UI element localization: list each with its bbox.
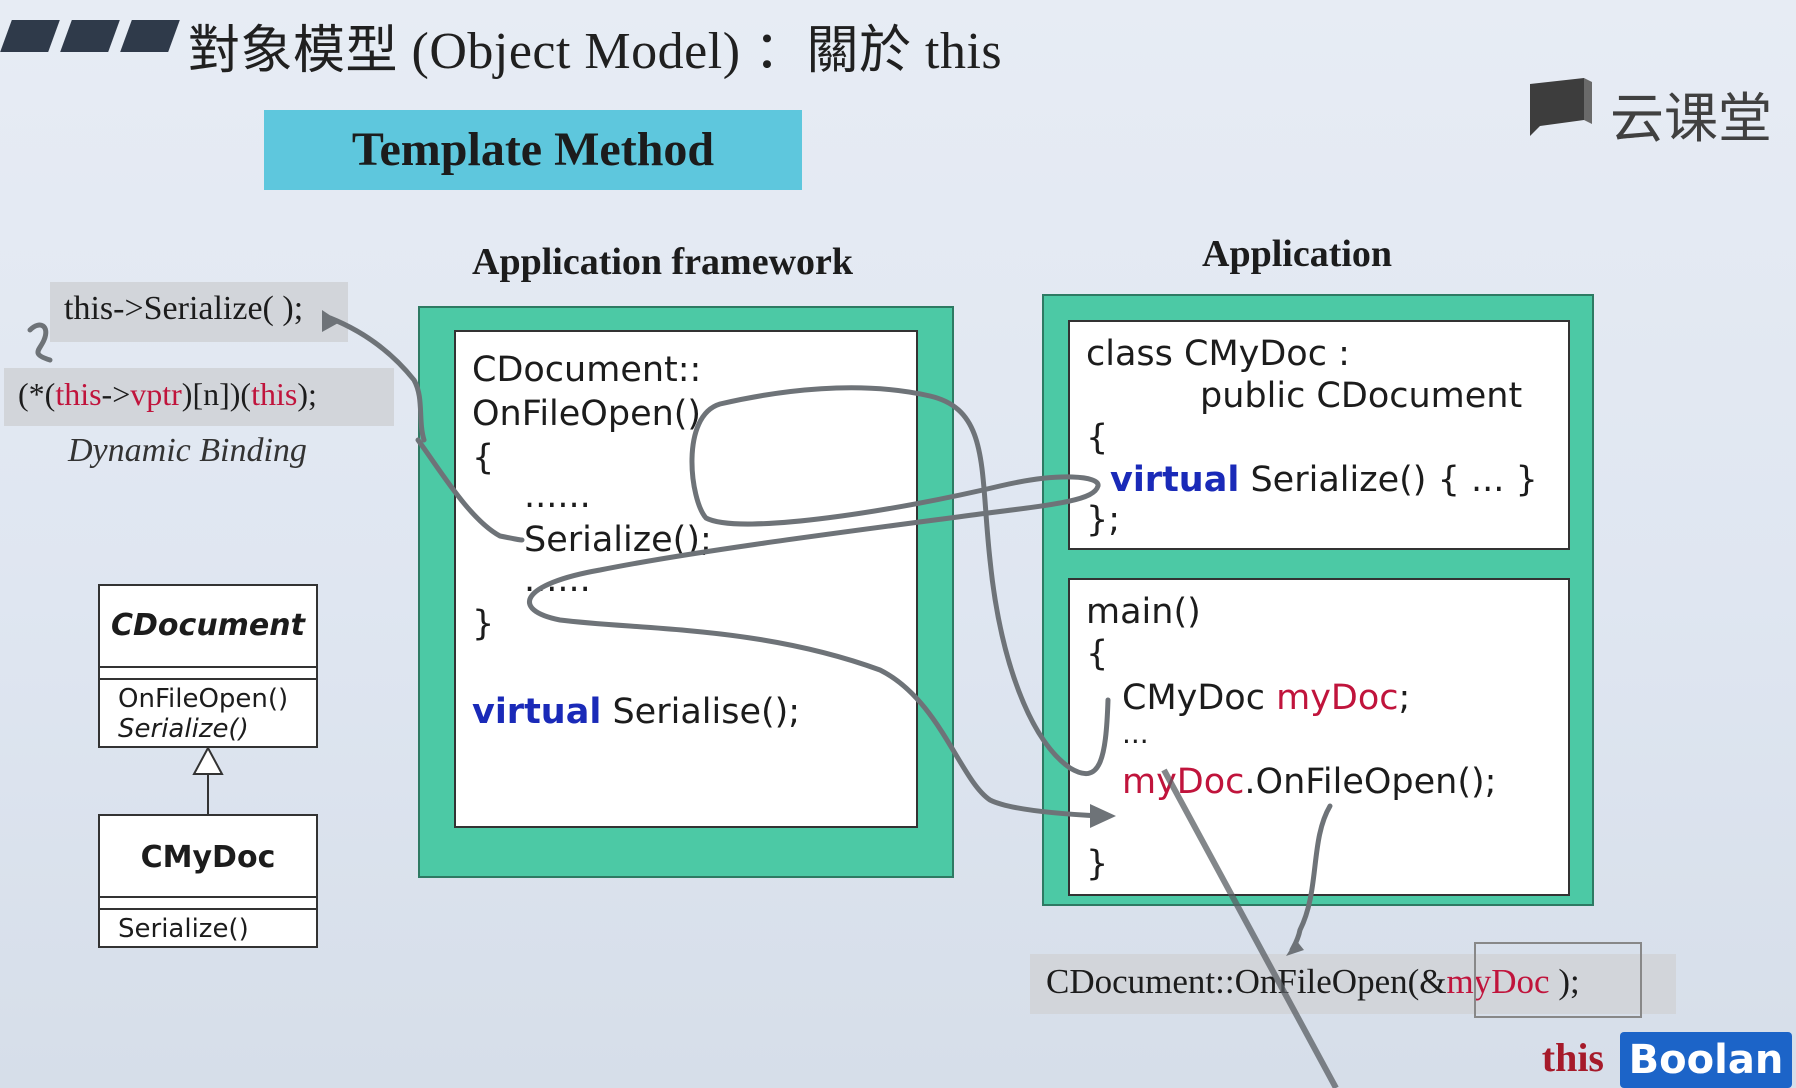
decl-var: myDoc <box>1276 678 1399 718</box>
main-decl: CMyDoc myDoc; <box>1122 676 1410 720</box>
main-dots: ... <box>1122 717 1149 750</box>
call-var: myDoc <box>1122 762 1245 802</box>
title-stripe-2 <box>60 20 120 52</box>
slide-title: 對象模型 (Object Model) ：關於 this <box>188 23 1003 80</box>
logo-text: 云课堂 <box>1610 87 1772 150</box>
expansion-bg <box>1030 954 1676 1014</box>
brand-this: this <box>1541 1035 1604 1080</box>
serialise-decl: Serialise(); <box>601 692 801 732</box>
serialize-override: Serialize() { ... } <box>1239 460 1538 500</box>
uml-derived-method-serialize: Serialize() <box>118 914 249 944</box>
expansion-prefix: CDocument::OnFileOpen( <box>1046 962 1420 1001</box>
framework-virtual-decl: virtual Serialise(); <box>472 690 800 734</box>
main-open: { <box>1086 634 1109 674</box>
template-method-banner: Template Method <box>264 110 802 190</box>
framework-line-1: CDocument:: <box>472 350 702 390</box>
virtual-keyword: virtual <box>472 692 602 732</box>
call-line: this->Serialize( ); <box>64 290 304 327</box>
class-open: { <box>1086 418 1109 458</box>
vptr-line: (*(this->vptr)[n])(this); <box>18 376 317 413</box>
uml-cdocument-box: CDocument OnFileOpen() Serialize() <box>98 584 318 748</box>
uml-cdocument-name: CDocument <box>111 608 305 643</box>
expansion-highlight-frame <box>1474 942 1642 1018</box>
uml-method-onfileopen: OnFileOpen() <box>118 684 289 714</box>
call-line-bg <box>50 282 348 342</box>
uml-cmydoc-name: CMyDoc <box>140 840 276 875</box>
vptr-this-2: this <box>251 376 298 412</box>
vptr-suffix: ); <box>297 376 317 412</box>
class-virtual-line: virtual Serialize() { ... } <box>1110 458 1538 502</box>
title-stripe-3 <box>120 20 180 52</box>
framework-line-7: } <box>472 604 495 644</box>
application-title: Application <box>1202 233 1393 275</box>
decl-type: CMyDoc <box>1122 678 1277 718</box>
framework-title: Application framework <box>472 241 854 283</box>
virtual-keyword: virtual <box>1110 460 1240 500</box>
vptr-vptr: vptr <box>130 376 182 412</box>
framework-line-6: ...... <box>524 560 591 600</box>
uml-separator <box>100 678 316 680</box>
expansion-amp: & <box>1419 962 1447 1001</box>
call-rest: .OnFileOpen(); <box>1244 762 1497 802</box>
brand-logo: Boolan <box>1620 1032 1792 1088</box>
dynamic-binding-label: Dynamic Binding <box>68 432 307 469</box>
framework-line-5: Serialize(); <box>524 520 712 560</box>
framework-line-4: ...... <box>524 476 591 516</box>
framework-line-2: OnFileOpen() <box>472 394 702 434</box>
expansion-var: myDoc <box>1446 962 1550 1001</box>
brand-footer: this Boolan <box>1412 1032 1792 1088</box>
template-method-label: Template Method <box>351 123 715 176</box>
main-call: myDoc.OnFileOpen(); <box>1122 760 1496 804</box>
uml-separator <box>100 908 316 910</box>
expansion-suffix: ); <box>1549 962 1580 1001</box>
uml-method-serialize: Serialize() <box>118 714 249 744</box>
book-icon <box>1530 78 1592 136</box>
vptr-mid: )[n])( <box>181 376 252 412</box>
vptr-prefix: (*( <box>18 376 56 412</box>
uml-separator <box>100 666 316 668</box>
decl-end: ; <box>1398 678 1411 718</box>
class-line-1: class CMyDoc : <box>1086 334 1350 374</box>
uml-cmydoc-box: CMyDoc Serialize() <box>98 814 318 948</box>
class-code-box: class CMyDoc : public CDocument { virtua… <box>1068 320 1570 550</box>
framework-code-box: CDocument:: OnFileOpen() { ...... Serial… <box>454 330 918 828</box>
uml-separator <box>100 896 316 898</box>
class-line-2: public CDocument <box>1200 376 1523 416</box>
main-close: } <box>1086 844 1109 884</box>
vptr-this-1: this <box>55 376 102 412</box>
main-line: main() <box>1086 592 1201 632</box>
class-close: }; <box>1086 500 1121 540</box>
main-code-box: main() { CMyDoc myDoc; ... myDoc.OnFileO… <box>1068 578 1570 896</box>
logo: 云课堂 <box>1522 74 1792 150</box>
inheritance-arrow <box>192 746 224 814</box>
vptr-arrow: -> <box>101 376 131 412</box>
framework-line-3: { <box>472 438 495 478</box>
title-stripe-1 <box>0 20 60 52</box>
